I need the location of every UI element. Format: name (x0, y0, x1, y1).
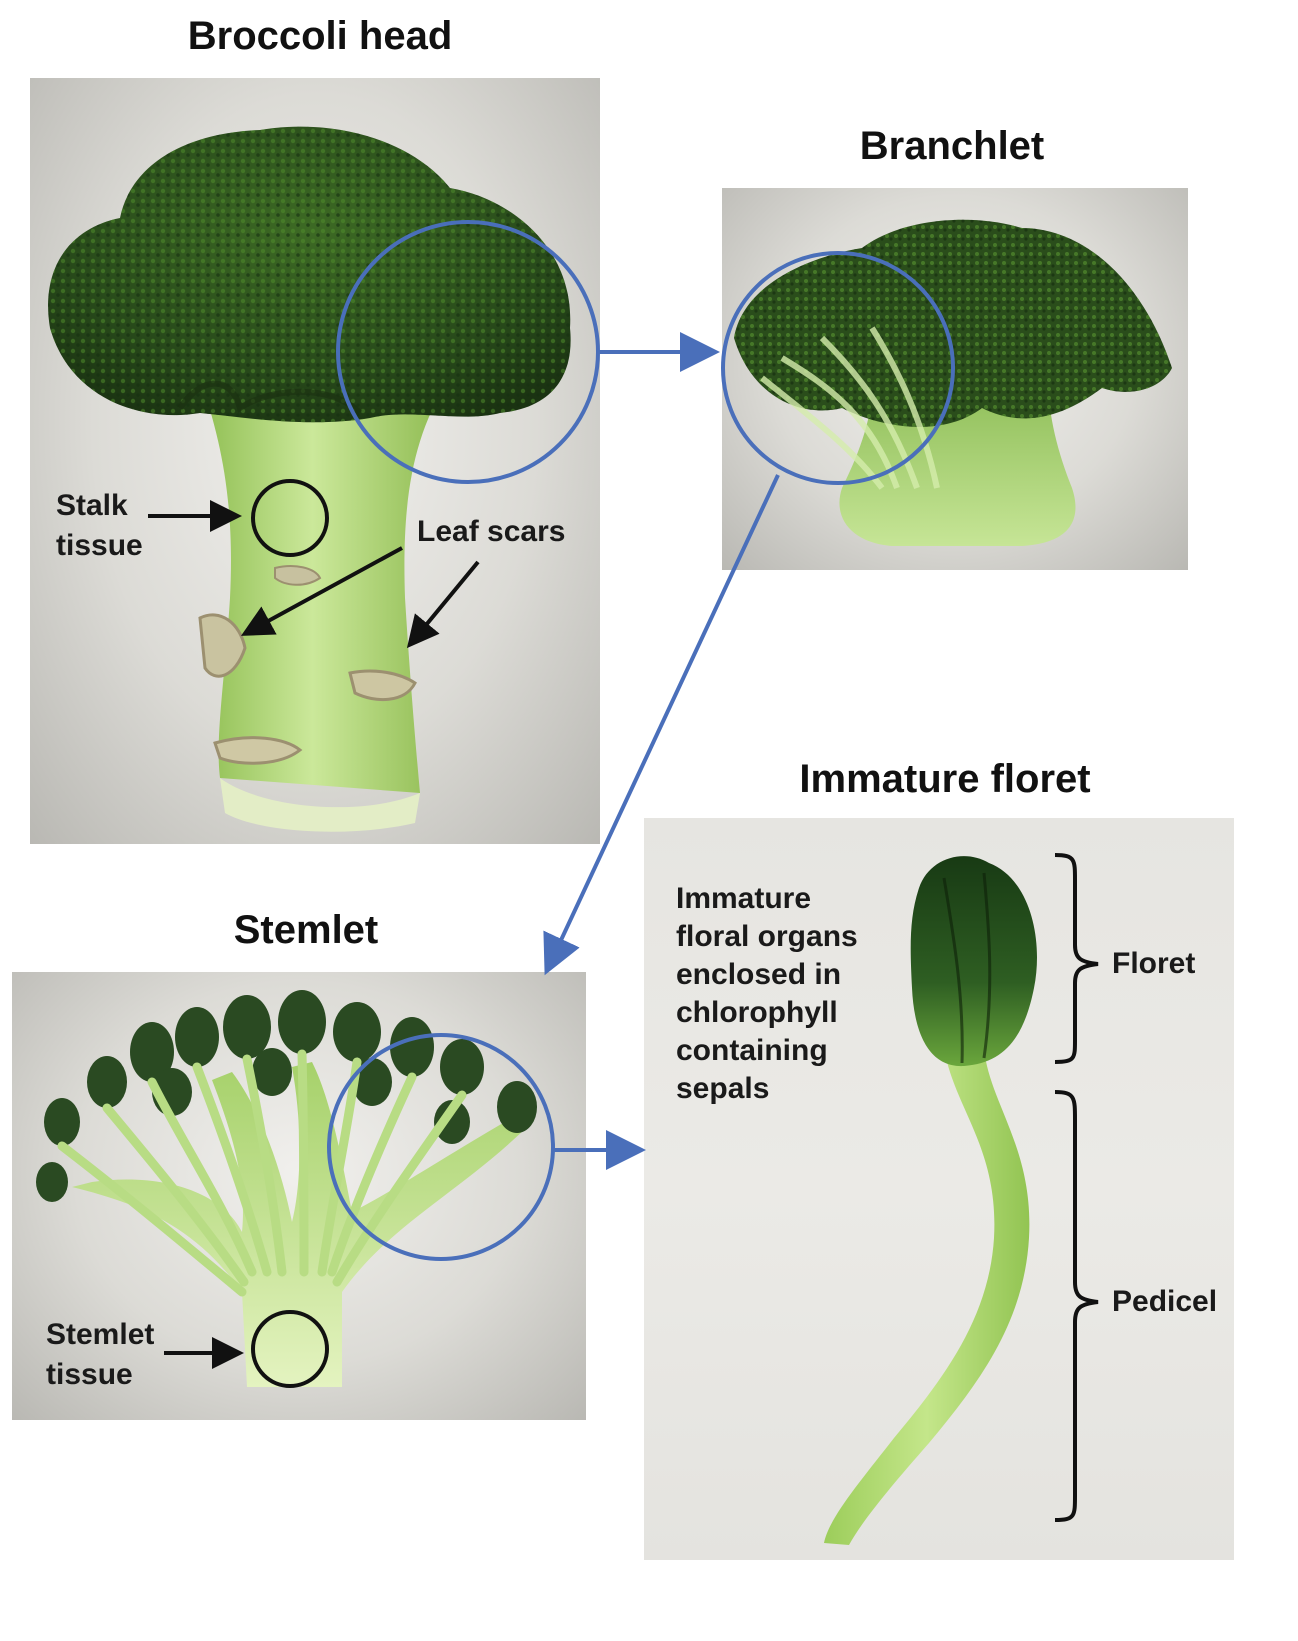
floral-organs-label-line-6: sepals (676, 1070, 858, 1108)
branchlet-illustration (722, 188, 1188, 570)
immature-floret-title: Immature floret (799, 757, 1090, 802)
stemlet-tissue-label: Stemlet tissue (46, 1315, 154, 1395)
floral-organs-label-line-1: Immature (676, 880, 858, 918)
stemlet-title: Stemlet (234, 908, 379, 953)
stalk-tissue-label: Stalk tissue (56, 486, 143, 566)
floret-label: Floret (1112, 944, 1195, 984)
broccoli-head-illustration (30, 78, 600, 844)
stemlet-tissue-label-line-1: Stemlet (46, 1315, 154, 1355)
leaf-scars-label: Leaf scars (417, 512, 565, 552)
floral-organs-label: Immature floral organs enclosed in chlor… (676, 880, 858, 1108)
stalk-tissue-label-line-1: Stalk (56, 486, 143, 526)
floral-organs-label-line-2: floral organs (676, 918, 858, 956)
broccoli-head-title: Broccoli head (188, 14, 453, 59)
pedicel-label: Pedicel (1112, 1282, 1217, 1322)
floral-organs-label-line-5: containing (676, 1032, 858, 1070)
stalk-tissue-label-line-2: tissue (56, 526, 143, 566)
branchlet-photo (722, 188, 1188, 570)
floral-organs-label-line-3: enclosed in (676, 956, 858, 994)
broccoli-head-photo (30, 78, 600, 844)
stemlet-tissue-label-line-2: tissue (46, 1355, 154, 1395)
branchlet-title: Branchlet (860, 124, 1045, 169)
floral-organs-label-line-4: chlorophyll (676, 994, 858, 1032)
